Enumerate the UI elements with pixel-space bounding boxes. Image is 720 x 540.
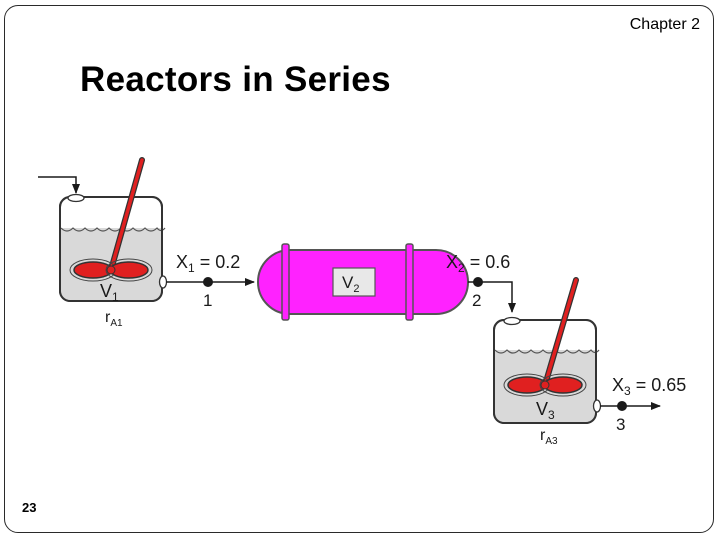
stream-point-2: [473, 277, 483, 287]
reactor-1-volume-label: V1: [100, 281, 119, 304]
point-label-3: 3: [616, 415, 625, 434]
pfr-volume-label: V2: [342, 273, 359, 295]
stream-point-1: [203, 277, 213, 287]
stream-3: X3 = 0.65 3: [600, 375, 686, 434]
reactor-3-surface: [494, 349, 600, 354]
outlet-nozzle-1: [158, 275, 168, 289]
outlet-nozzle-3: [592, 399, 602, 413]
pfr-reactor-2: V2: [257, 243, 469, 321]
point-label-1: 1: [203, 291, 212, 310]
feed-line: [38, 176, 80, 194]
page-number: 23: [22, 500, 37, 515]
chapter-label: Chapter 2: [629, 16, 700, 33]
stirrer-1: [69, 157, 153, 282]
cstr-reactor-1: V1 rA1: [59, 157, 168, 329]
stream-point-3: [617, 401, 627, 411]
stream-1: X1 = 0.2 1: [166, 252, 255, 310]
conversion-label-1: X1 = 0.2: [176, 252, 240, 275]
stream-2: X2 = 0.6 2: [446, 252, 516, 313]
conversion-label-2: X2 = 0.6: [446, 252, 510, 275]
cstr-reactor-3: V3 rA3: [493, 277, 602, 447]
stirrer-3: [503, 277, 587, 397]
slide-title: Reactors in Series: [80, 60, 391, 99]
reactor-3-volume-label: V3: [536, 399, 555, 422]
conversion-label-3: X3 = 0.65: [612, 375, 686, 398]
reactor-1-surface: [60, 227, 166, 232]
slide-frame: [4, 5, 714, 533]
reactor-1-rate-label: rA1: [105, 309, 123, 329]
point-label-2: 2: [472, 291, 481, 310]
reactor-3-rate-label: rA3: [540, 427, 558, 447]
